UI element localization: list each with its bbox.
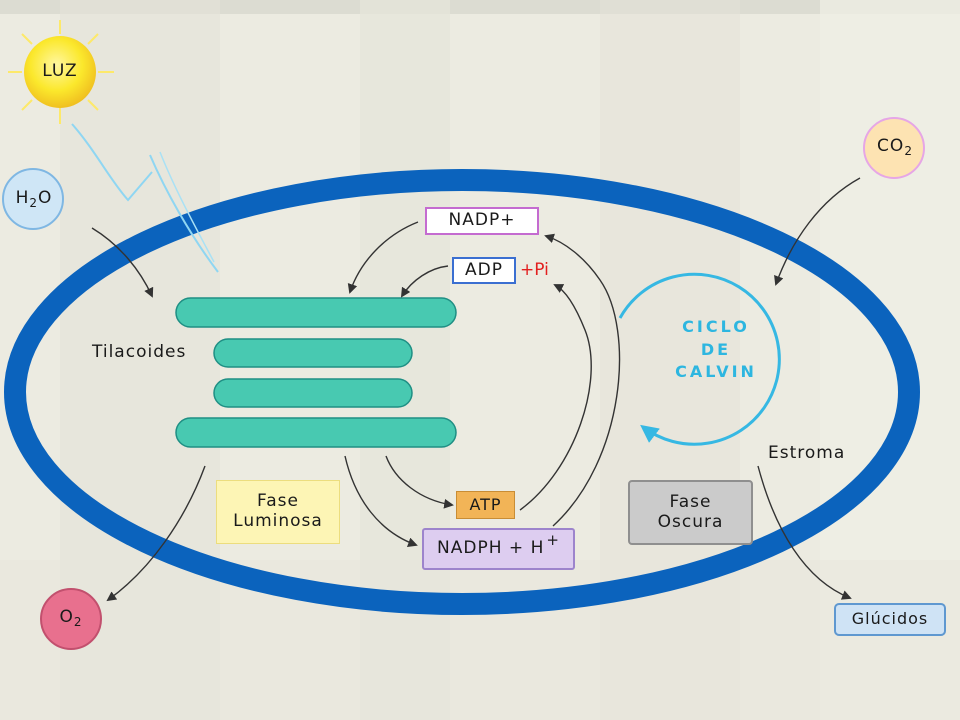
nadp-box: NADP+	[425, 207, 539, 235]
glucids-box: Glúcidos	[834, 603, 946, 636]
nadph-sup: +	[546, 531, 560, 550]
h2o-h: H	[15, 188, 30, 209]
thylakoid-4	[175, 417, 457, 448]
co2-molecule-icon	[863, 117, 925, 179]
dark-phase-line2: Oscura	[657, 511, 724, 532]
atp-box: ATP	[456, 491, 515, 519]
co2-sub: 2	[904, 144, 913, 159]
water-molecule-icon	[2, 168, 64, 230]
o2-main: O	[59, 607, 74, 628]
h2o-o: O	[38, 188, 53, 209]
nadph-text: NADPH + H	[437, 538, 545, 559]
nadph-box: NADPH + H+	[422, 528, 575, 570]
arrow-co2-to-stroma	[774, 177, 861, 286]
stroma-label: Estroma	[768, 443, 846, 464]
calvin-line1: CICLO	[682, 317, 750, 337]
h2o-sub: 2	[29, 196, 39, 211]
light-ray-2	[149, 154, 219, 273]
light-phase-box: Fase Luminosa	[216, 480, 340, 544]
thylakoid-3	[213, 378, 413, 408]
arrow-atp-to-adp	[519, 284, 592, 511]
light-phase-line1: Fase	[257, 491, 299, 512]
dark-phase-line1: Fase	[669, 491, 712, 512]
arrow-thylakoid-to-o2	[106, 465, 206, 602]
arrow-h2o-to-thylakoid	[91, 227, 154, 298]
calvin-line3: CALVIN	[675, 362, 757, 382]
calvin-line2: DE	[700, 339, 732, 359]
arrow-adp-to-thylakoid	[400, 265, 449, 298]
thylakoid-2	[213, 338, 413, 368]
o2-sub: 2	[73, 615, 83, 630]
sun-icon	[8, 20, 114, 124]
calvin-cycle-label: CICLO DE CALVIN	[660, 314, 772, 386]
light-ray-3	[159, 151, 215, 263]
arrow-thylakoid-to-nadph	[344, 455, 418, 547]
light-ray-1	[71, 123, 153, 202]
arrow-to-glucids	[757, 465, 852, 600]
o2-molecule-icon	[40, 588, 102, 650]
adp-box: ADP	[452, 257, 516, 284]
light-phase-line2: Luminosa	[233, 511, 323, 531]
thylakoid-1	[175, 297, 457, 328]
chloroplast-membrane	[4, 169, 920, 615]
arrow-nadp-to-thylakoid	[347, 221, 419, 294]
thylakoids-label: Tilacoides	[92, 342, 187, 363]
pi-label: +Pi	[520, 260, 549, 281]
arrow-nadph-to-nadp	[544, 233, 621, 527]
light-label: LUZ	[42, 61, 78, 82]
calvin-cycle-arrow	[618, 272, 781, 446]
arrow-thylakoid-to-atp	[385, 455, 454, 509]
dark-phase-box: Fase Oscura	[628, 480, 753, 545]
co2-main: CO	[877, 136, 905, 157]
